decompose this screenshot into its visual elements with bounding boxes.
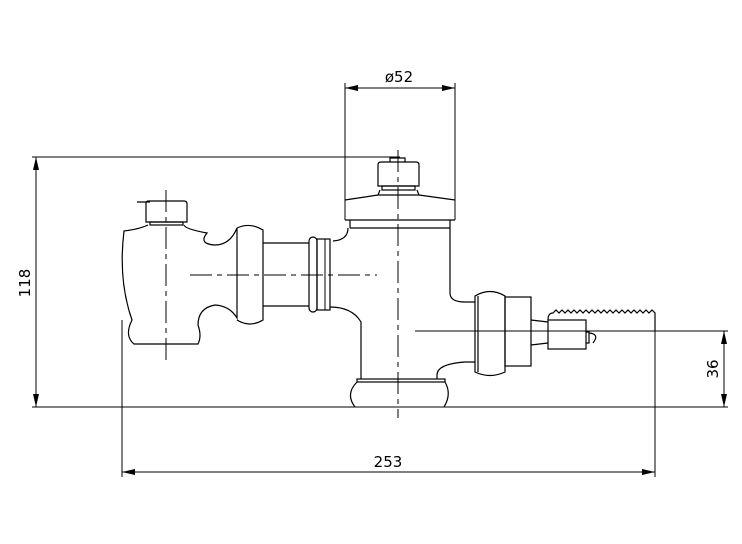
valve-body: [329, 157, 475, 408]
dimension-36-label: 36: [704, 359, 722, 378]
stop-valve: [121, 200, 331, 345]
dimension-diameter-52: ø52: [344, 68, 456, 220]
dimension-253: 253: [121, 320, 656, 477]
dimension-118-label: 118: [16, 269, 34, 298]
dimension-52-label: ø52: [385, 68, 413, 86]
dimension-118: 118: [16, 156, 728, 408]
dimension-36: 36: [415, 330, 728, 407]
dimension-253-label: 253: [374, 453, 403, 471]
handle-assembly: [474, 290, 656, 377]
centerlines: [165, 150, 399, 418]
